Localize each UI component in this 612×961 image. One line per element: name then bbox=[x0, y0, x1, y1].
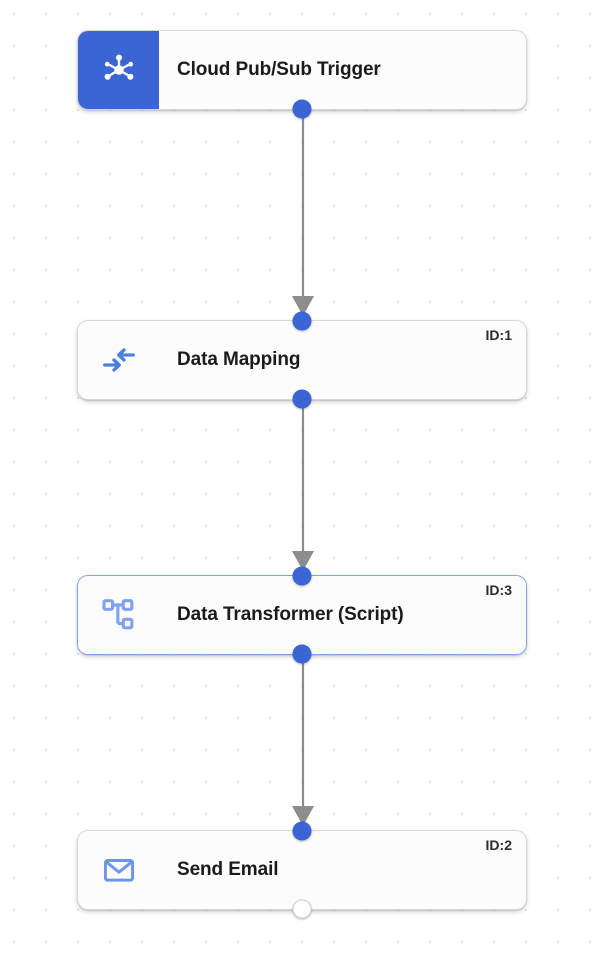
node-title: Data Transformer (Script) bbox=[177, 604, 404, 625]
connector-trigger-to-mapping bbox=[292, 110, 314, 316]
node-id-badge: ID:2 bbox=[485, 837, 512, 853]
node-output-port[interactable] bbox=[292, 99, 312, 119]
workflow-node-data-transformer-script[interactable]: Data Transformer (Script) ID:3 bbox=[77, 566, 527, 664]
node-input-port[interactable] bbox=[292, 566, 312, 586]
node-output-port[interactable] bbox=[292, 644, 312, 664]
node-title: Send Email bbox=[177, 859, 279, 880]
node-content: Cloud Pub/Sub Trigger bbox=[78, 31, 526, 109]
node-output-port[interactable] bbox=[292, 389, 312, 409]
workflow-node-send-email[interactable]: Send Email ID:2 bbox=[77, 821, 527, 919]
node-output-port-open[interactable] bbox=[292, 899, 312, 919]
envelope-icon bbox=[78, 831, 159, 909]
workflow-node-cloud-pubsub-trigger[interactable]: Cloud Pub/Sub Trigger bbox=[77, 30, 527, 119]
node-content: Data Transformer (Script) ID:3 bbox=[78, 576, 526, 654]
data-mapping-arrows-icon bbox=[78, 321, 159, 399]
node-id-badge: ID:1 bbox=[485, 327, 512, 343]
account-tree-icon bbox=[78, 576, 159, 654]
node-content: Send Email ID:2 bbox=[78, 831, 526, 909]
node-content: Data Mapping ID:1 bbox=[78, 321, 526, 399]
node-title: Cloud Pub/Sub Trigger bbox=[177, 59, 381, 80]
node-id-badge: ID:3 bbox=[485, 582, 512, 598]
connector-mapping-to-transformer bbox=[292, 400, 314, 571]
node-input-port[interactable] bbox=[292, 311, 312, 331]
node-title: Data Mapping bbox=[177, 349, 301, 370]
connector-transformer-to-email bbox=[292, 655, 314, 826]
workflow-node-data-mapping[interactable]: Data Mapping ID:1 bbox=[77, 311, 527, 409]
node-input-port[interactable] bbox=[292, 821, 312, 841]
pubsub-hub-icon bbox=[78, 31, 159, 109]
